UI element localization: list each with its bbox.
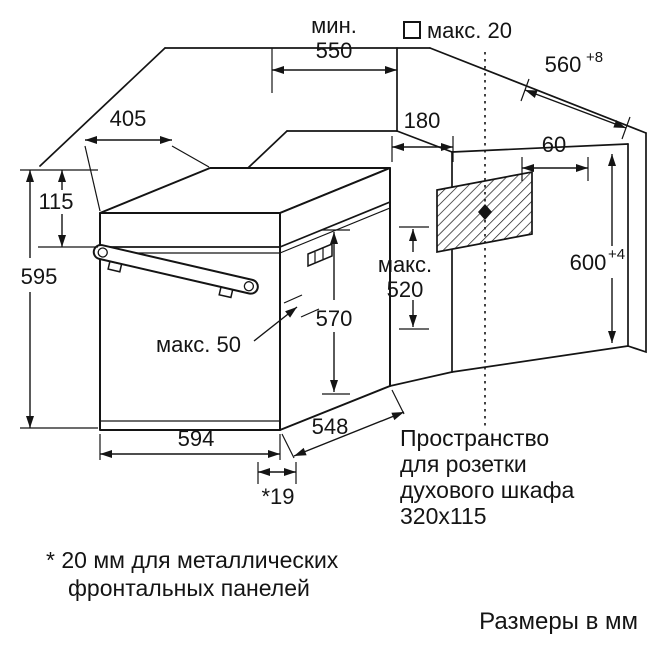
dim-max-520-value: 520 — [387, 277, 424, 302]
footnote-line1: * 20 мм для металлических — [46, 547, 339, 573]
oven-drawing — [92, 167, 391, 431]
dim-115: 115 — [20, 169, 98, 248]
dim-19-value: *19 — [261, 484, 294, 509]
dim-max-520: макс. 520 — [378, 226, 432, 330]
dim-600-tolerance: +4 — [608, 246, 625, 263]
oven-handle — [92, 244, 259, 299]
footnote-line2: фронтальных панелей — [68, 575, 310, 601]
oven-vent — [307, 242, 333, 268]
dim-595: 595 — [20, 170, 98, 429]
socket-note-line2: для розетки — [400, 451, 527, 477]
max-20-label: макс. 20 — [427, 18, 512, 43]
panel-thickness-note: макс. 20 — [403, 18, 512, 43]
dim-max-50: макс. 50 — [156, 294, 320, 357]
dim-180: 180 — [391, 108, 454, 162]
dim-max-520-word: макс. — [378, 252, 432, 277]
oven-front-face — [99, 212, 281, 431]
dim-595-value: 595 — [21, 264, 58, 289]
dim-548: 548 — [281, 389, 405, 459]
dim-115-value: 115 — [38, 189, 73, 214]
socket-note-line1: Пространство — [400, 425, 549, 451]
dim-19: *19 — [257, 462, 297, 509]
dim-60: 60 — [521, 132, 589, 181]
socket-note-line3: духового шкафа — [400, 477, 575, 503]
dim-max-50-label: макс. 50 — [156, 332, 241, 357]
dim-570-value: 570 — [316, 306, 353, 331]
dim-560-tolerance: +8 — [586, 49, 603, 66]
socket-note: Пространство для розетки духового шкафа … — [400, 425, 575, 529]
dim-570: 570 — [316, 229, 353, 395]
dim-560-value: 560 — [545, 52, 582, 77]
dim-600: 600 +4 — [560, 154, 626, 343]
socket-center-marker — [478, 204, 492, 220]
dim-405-value: 405 — [110, 106, 147, 131]
oven-right-face — [279, 167, 391, 431]
socket-note-size: 320x115 — [400, 503, 487, 529]
dim-594: 594 — [99, 426, 281, 460]
dim-min-550-value: 550 — [316, 38, 353, 63]
dim-min-550: мин. 550 — [272, 13, 397, 74]
dim-405: 405 — [84, 106, 210, 212]
units-note: Размеры в мм — [479, 608, 638, 635]
dim-min-550-word: мин. — [311, 13, 357, 38]
dim-180-value: 180 — [404, 108, 441, 133]
dim-594-value: 594 — [178, 426, 215, 451]
dim-60-value: 60 — [542, 132, 566, 157]
footnote: * 20 мм для металлических фронтальных па… — [46, 547, 339, 601]
dim-560: 560 +8 — [520, 49, 631, 140]
dim-600-value: 600 — [570, 250, 607, 275]
dim-548-value: 548 — [312, 414, 349, 439]
panel-thickness-square-icon — [403, 21, 421, 39]
